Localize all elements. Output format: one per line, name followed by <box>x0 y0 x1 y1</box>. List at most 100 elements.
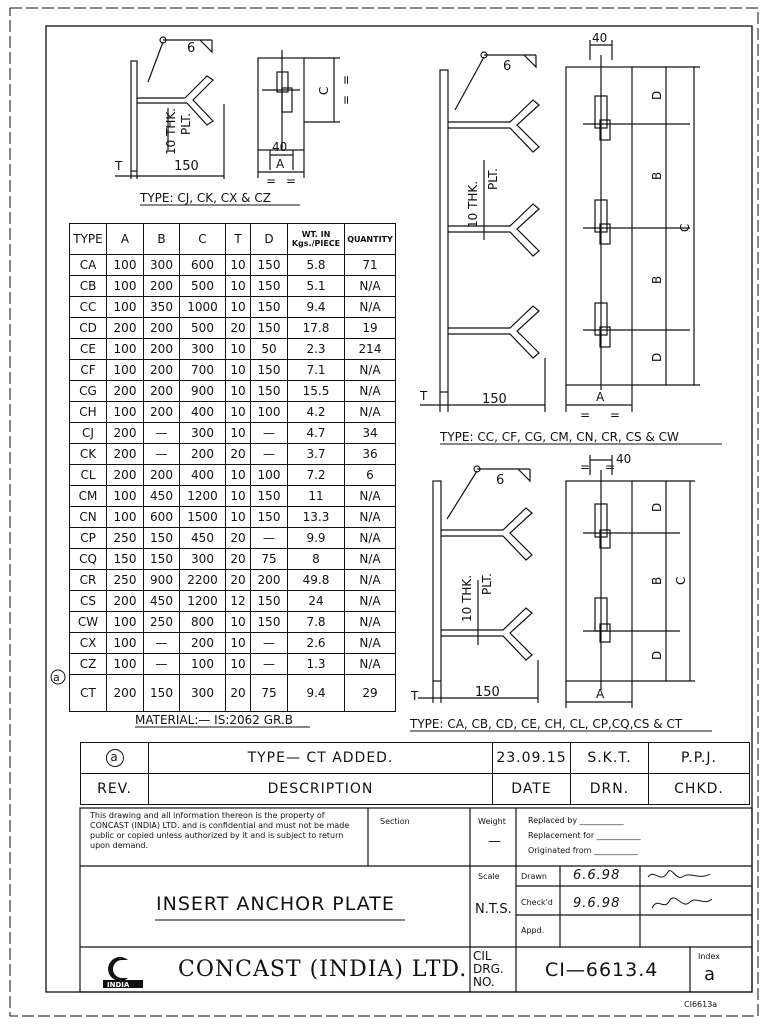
revision-header-row: REV. DESCRIPTION DATE DRN. CHKD. <box>80 773 750 805</box>
spec-cell: 10 <box>225 506 251 528</box>
spec-cell: N/A <box>344 275 396 297</box>
br-dim-t: T <box>410 689 419 703</box>
spec-cell: 10 <box>225 611 251 633</box>
company-name: CONCAST (INDIA) LTD. <box>178 957 468 982</box>
spec-cell: 8 <box>287 548 345 570</box>
spec-cell: 150 <box>143 527 180 549</box>
tr-weld-label: 6 <box>503 59 511 74</box>
spec-cell: N/A <box>344 506 396 528</box>
spec-cell: 700 <box>179 359 226 381</box>
spec-cell: 100 <box>250 401 288 423</box>
spec-cell: 75 <box>250 548 288 570</box>
spec-cell: — <box>143 443 180 465</box>
spec-cell: 7.2 <box>287 464 345 486</box>
view-cj-ck-cx-cz <box>115 36 340 179</box>
spec-cell: 1000 <box>179 296 226 318</box>
material-note: MATERIAL:— IS:2062 GR.B <box>135 713 293 727</box>
spec-cell: 24 <box>287 590 345 612</box>
spec-cell: 450 <box>179 527 226 549</box>
drawn-date: 6.6.98 <box>573 868 621 883</box>
spec-cell: 20 <box>225 527 251 549</box>
drawing-title: INSERT ANCHOR PLATE <box>156 893 395 915</box>
rev-drn: S.K.T. <box>570 742 649 774</box>
spec-cell: CM <box>69 485 107 507</box>
spec-cell: 50 <box>250 338 288 360</box>
rev-header-chkd: CHKD. <box>648 773 750 805</box>
spec-cell: CR <box>69 569 107 591</box>
spec-cell: 200 <box>143 317 180 339</box>
spec-cell: 350 <box>143 296 180 318</box>
spec-cell: 5.1 <box>287 275 345 297</box>
spec-cell: 100 <box>106 485 144 507</box>
spec-cell: CQ <box>69 548 107 570</box>
spec-cell: 250 <box>106 527 144 549</box>
tr-dim-150: 150 <box>482 392 507 407</box>
tr-plate-label-2: PLT. <box>486 168 500 190</box>
spec-cell: N/A <box>344 569 396 591</box>
spec-cell: CL <box>69 464 107 486</box>
spec-cell: 100 <box>106 359 144 381</box>
spec-cell: 200 <box>250 569 288 591</box>
spec-cell: 17.8 <box>287 317 345 339</box>
spec-cell: 20 <box>225 674 251 712</box>
br-dim-d-2: D <box>650 651 664 660</box>
tr-dim-c: C <box>678 224 692 232</box>
br-plate-label-2: PLT. <box>480 573 494 595</box>
spec-cell: 150 <box>250 611 288 633</box>
br-plate-label-1: 10 THK. <box>460 575 474 622</box>
spec-cell: 7.1 <box>287 359 345 381</box>
spec-cell: 3.7 <box>287 443 345 465</box>
spec-cell: 300 <box>179 674 226 712</box>
replacement-for: Replacement for ___________ <box>528 831 641 840</box>
tl-dim-a: A <box>276 157 285 171</box>
scale-label: Scale <box>478 872 500 881</box>
spec-cell: 100 <box>106 653 144 675</box>
rev-header-description: DESCRIPTION <box>148 773 493 805</box>
spec-cell: 600 <box>143 506 180 528</box>
spec-cell: 100 <box>106 296 144 318</box>
tr-dim-b-2: B <box>650 276 664 284</box>
spec-cell: 150 <box>250 254 288 276</box>
tr-dim-a: A <box>596 390 605 404</box>
spec-cell: CT <box>69 674 107 712</box>
index-label: Index <box>698 952 721 961</box>
spec-cell: 100 <box>106 611 144 633</box>
spec-cell: 1.3 <box>287 653 345 675</box>
header-t: T <box>225 223 251 255</box>
spec-cell: — <box>143 632 180 654</box>
spec-cell: 250 <box>143 611 180 633</box>
spec-cell: 10 <box>225 296 251 318</box>
spec-cell: 200 <box>106 443 144 465</box>
spec-cell: 150 <box>250 317 288 339</box>
section-label: Section <box>380 817 410 826</box>
tl-plate-label-1: 10 THK. <box>164 108 178 155</box>
br-dim-b: B <box>650 577 664 585</box>
checked-signature <box>651 897 713 909</box>
revision-marker: a <box>53 671 60 684</box>
rev-description: TYPE— CT ADDED. <box>148 742 493 774</box>
spec-cell: 15.5 <box>287 380 345 402</box>
br-weld-label: 6 <box>496 473 504 488</box>
tl-weld-label: 6 <box>187 41 195 56</box>
tl-eq-3: = <box>266 174 276 188</box>
spec-cell: 100 <box>106 338 144 360</box>
spec-cell: 1500 <box>179 506 226 528</box>
br-dim-c: C <box>674 577 688 585</box>
spec-cell: 36 <box>344 443 396 465</box>
spec-cell: 400 <box>179 464 226 486</box>
drawing-number: CI—6613.4 <box>545 959 659 981</box>
revision-marker-circle <box>50 669 66 685</box>
spec-cell: 300 <box>179 422 226 444</box>
spec-cell: 10 <box>225 422 251 444</box>
spec-cell: CP <box>69 527 107 549</box>
spec-cell: 100 <box>179 653 226 675</box>
spec-cell: 500 <box>179 317 226 339</box>
drawn-signature <box>647 870 711 878</box>
